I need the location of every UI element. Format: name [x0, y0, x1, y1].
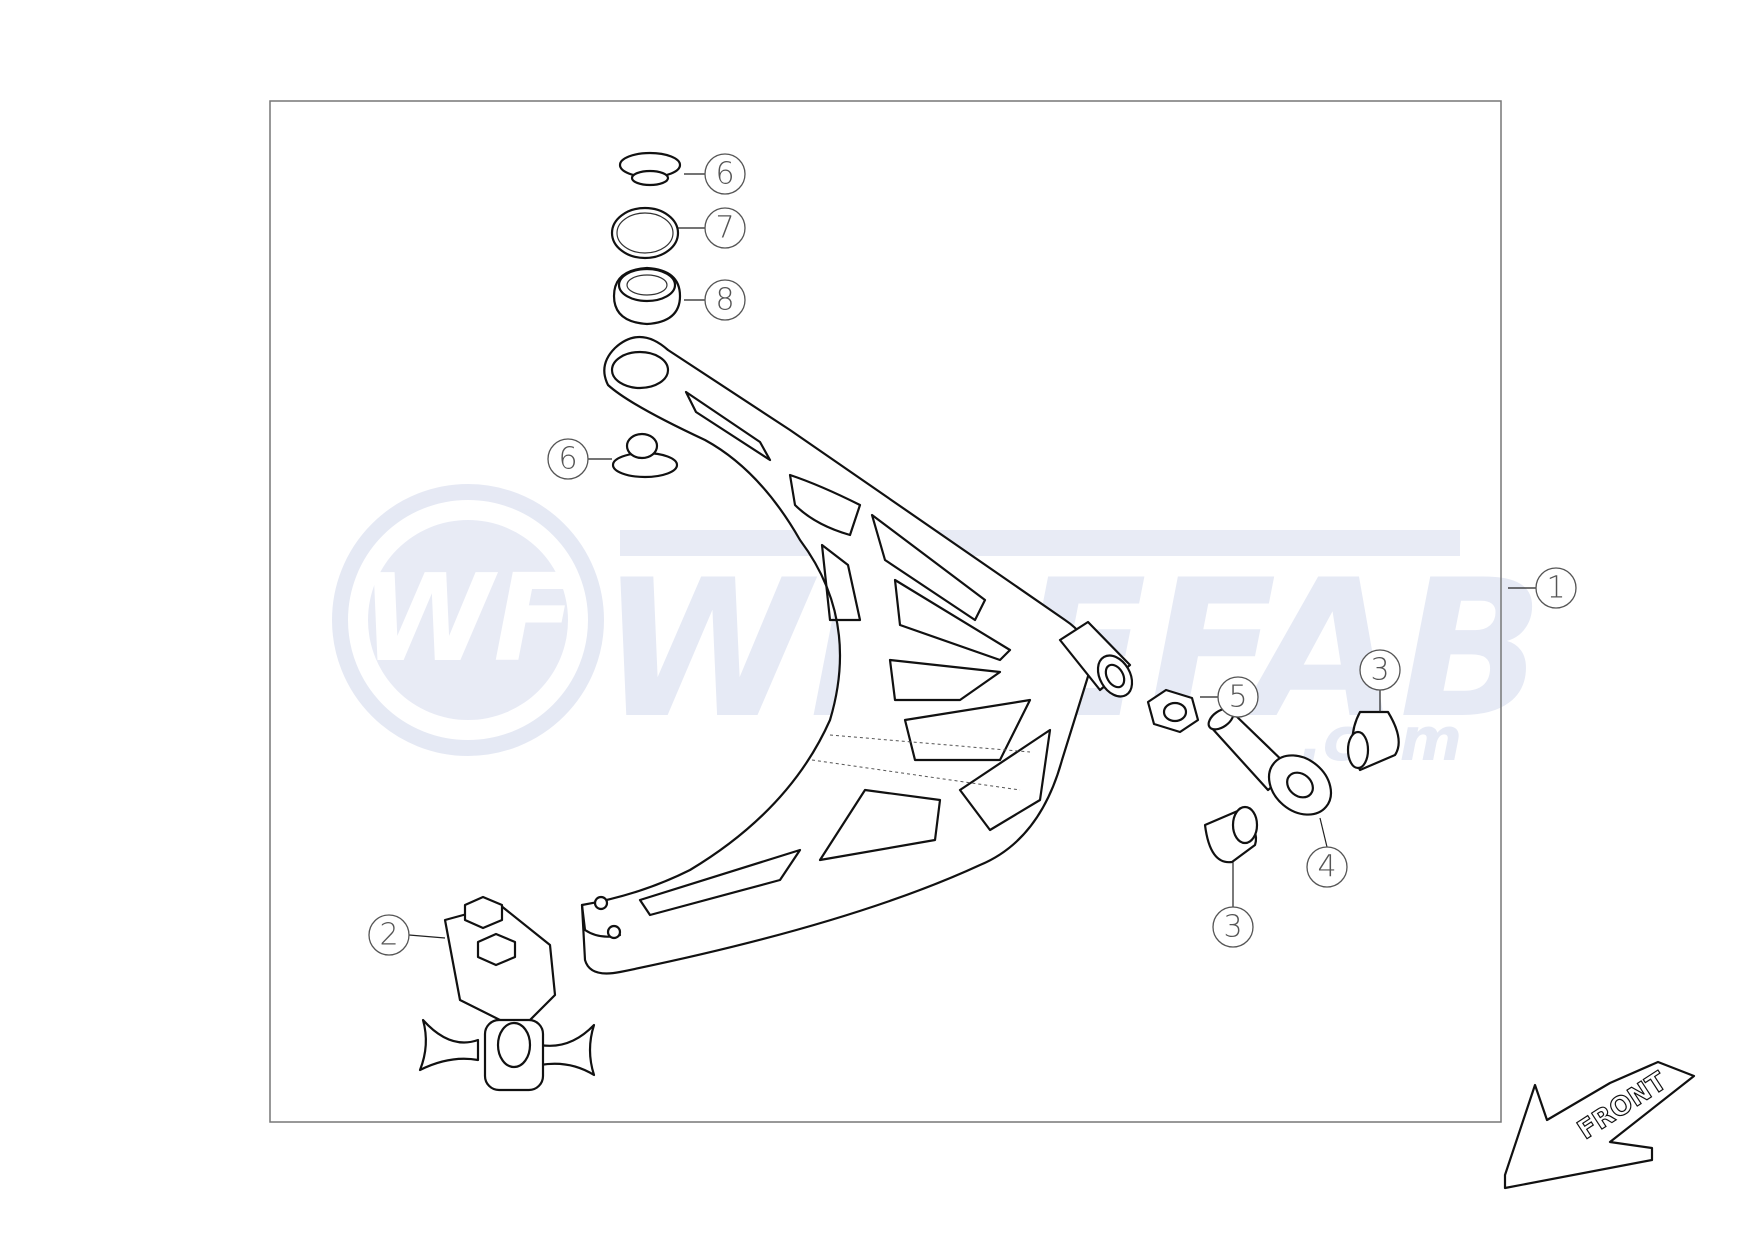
svg-text:3: 3 — [1370, 653, 1389, 688]
front-direction-arrow: FRONT — [1503, 1060, 1696, 1190]
callout-2: 2 — [368, 914, 410, 956]
svg-text:1: 1 — [1546, 571, 1565, 606]
callout-6-left: 6 — [547, 438, 589, 480]
spacer-right — [1346, 710, 1400, 772]
spacer-bottom — [1203, 805, 1259, 864]
bearing-spacer-bottom — [611, 432, 679, 479]
svg-text:6: 6 — [558, 442, 577, 477]
svg-text:3: 3 — [1223, 910, 1242, 945]
callout-4: 4 — [1306, 846, 1348, 888]
jam-nut — [1146, 688, 1200, 734]
callout-1: 1 — [1535, 567, 1577, 609]
knuckle-bracket-assembly — [418, 895, 596, 1092]
rod-end — [1207, 707, 1333, 816]
bearing-spacer-top — [618, 151, 682, 187]
callout-5: 5 — [1217, 676, 1259, 718]
callout-7: 7 — [704, 207, 746, 249]
callout-3-bottom: 3 — [1212, 906, 1254, 948]
svg-text:8: 8 — [715, 283, 734, 318]
callout-8: 8 — [704, 279, 746, 321]
svg-text:4: 4 — [1317, 850, 1336, 885]
callout-6-top: 6 — [704, 153, 746, 195]
assembly-frame — [269, 100, 1502, 1123]
svg-text:5: 5 — [1228, 680, 1247, 715]
leader-lines — [408, 173, 1536, 939]
spherical-bearing — [612, 266, 682, 326]
lower-control-arm — [580, 335, 1134, 975]
svg-text:7: 7 — [715, 211, 734, 246]
callout-3-right: 3 — [1359, 649, 1401, 691]
circlip — [610, 206, 680, 260]
svg-text:2: 2 — [379, 918, 398, 953]
watermark-logo-text: WF — [361, 550, 575, 689]
svg-text:6: 6 — [715, 157, 734, 192]
